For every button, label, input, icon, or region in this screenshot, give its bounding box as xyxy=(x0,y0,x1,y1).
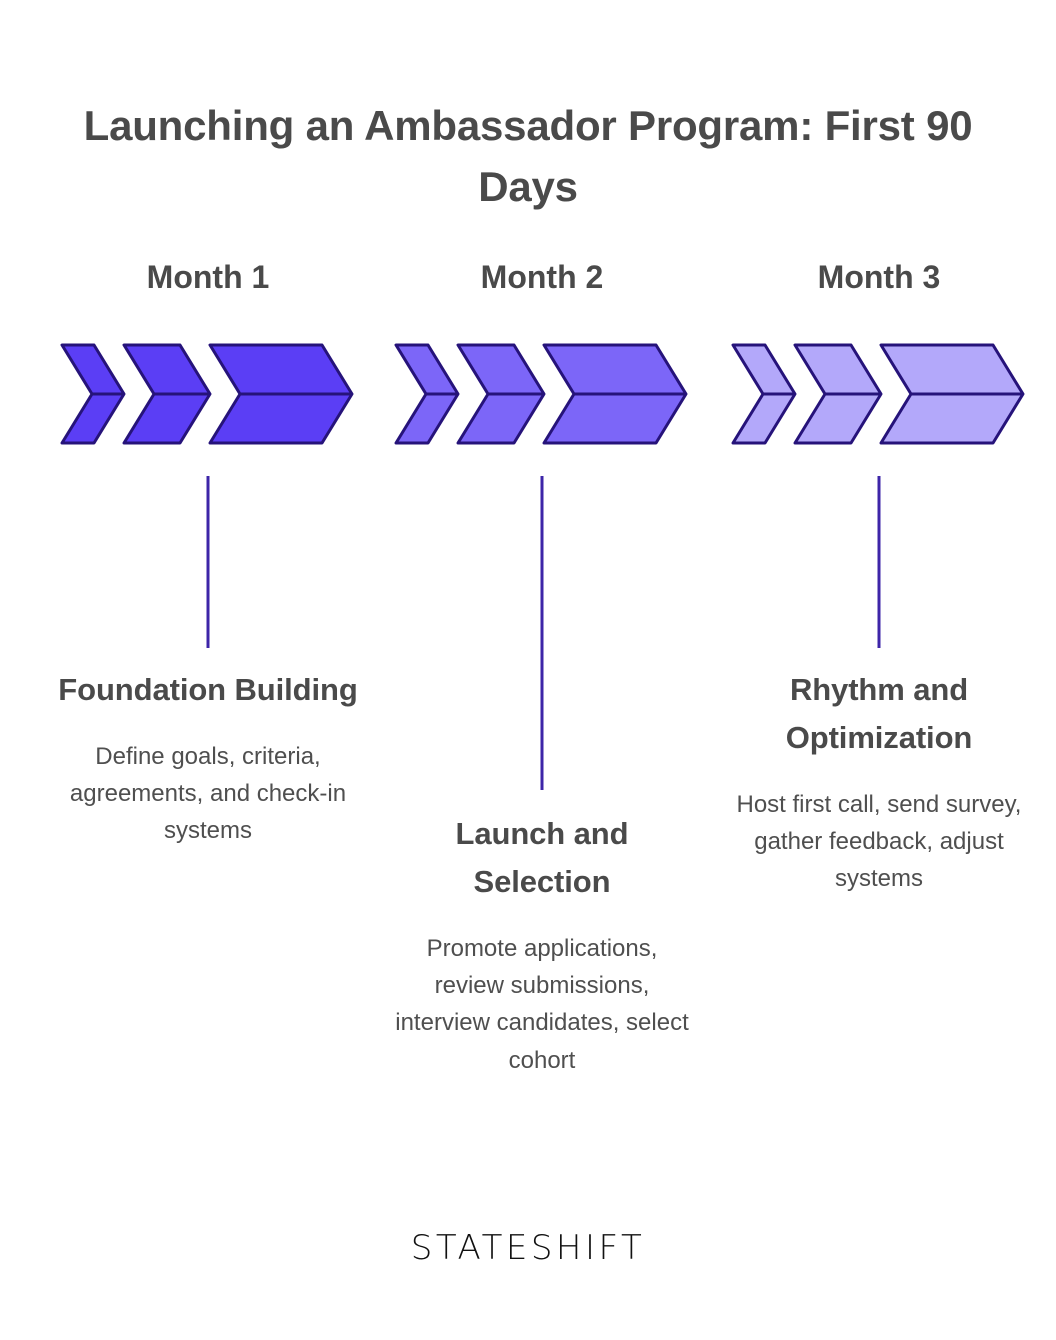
stage-text-block: Rhythm and Optimization Host first call,… xyxy=(729,666,1029,898)
connector-line xyxy=(206,476,210,648)
chevron-icon-large xyxy=(875,342,1027,446)
chevron-group-month-3 xyxy=(727,342,1027,462)
stage-month-label: Month 3 xyxy=(817,259,941,295)
stage-heading: Rhythm and Optimization xyxy=(785,672,973,756)
stage-month-label: Month 1 xyxy=(146,259,270,295)
brand-logo: STATESHIFT xyxy=(410,1228,646,1268)
stage-text-block: Launch and Selection Promote application… xyxy=(392,810,692,1079)
stage-text-block: Foundation Building Define goals, criter… xyxy=(58,666,358,850)
chevron-icon-medium xyxy=(789,342,885,446)
stage-description: Host first call, send survey, gather fee… xyxy=(736,791,1022,893)
chevron-icon-small xyxy=(727,342,799,446)
stage-heading: Foundation Building xyxy=(58,672,358,707)
timeline-stage-month-2: Month 2 xyxy=(372,258,712,1074)
stage-description: Promote applications, review submissions… xyxy=(395,935,689,1074)
chevron-group-month-2 xyxy=(390,342,690,462)
stage-description: Define goals, criteria, agreements, and … xyxy=(69,743,347,845)
chevron-icon-small xyxy=(56,342,128,446)
chevron-group-month-1 xyxy=(56,342,356,462)
stage-month-label: Month 2 xyxy=(480,259,604,295)
chevron-icon-large xyxy=(204,342,356,446)
timeline-stage-month-3: Month 3 xyxy=(709,258,1049,892)
chevron-icon-large xyxy=(538,342,690,446)
connector-line xyxy=(540,476,544,790)
chevron-icon-medium xyxy=(118,342,214,446)
timeline-stage-month-1: Month 1 xyxy=(38,258,378,844)
page-title: Launching an Ambassador Program: First 9… xyxy=(83,102,973,210)
chevron-icon-medium xyxy=(452,342,548,446)
stage-heading: Launch and Selection xyxy=(455,816,629,900)
connector-line xyxy=(877,476,881,648)
chevron-icon-small xyxy=(390,342,462,446)
